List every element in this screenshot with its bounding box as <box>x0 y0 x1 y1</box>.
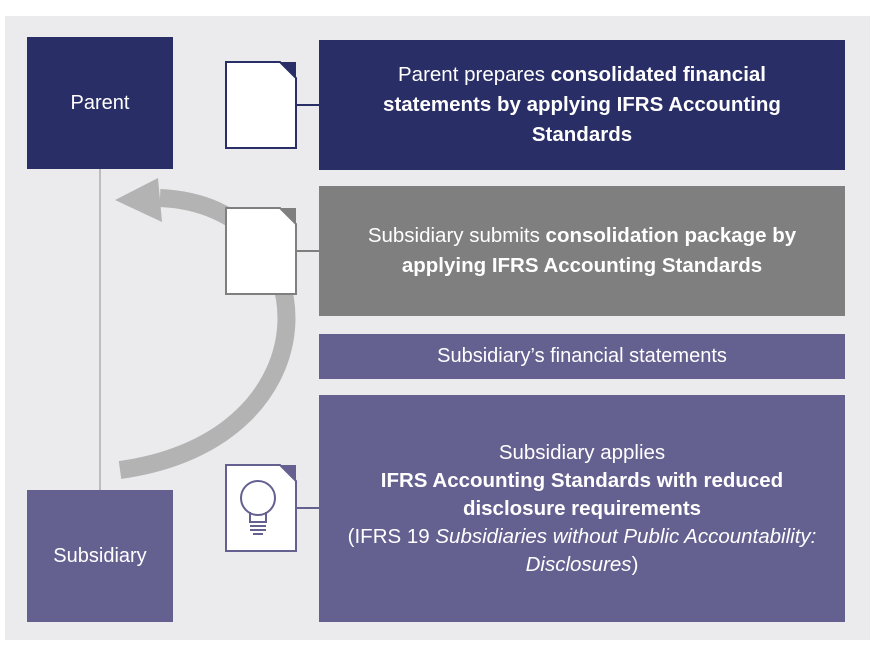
parent-label: Parent <box>70 91 130 114</box>
box4-italic: Subsidiaries without Public Accountabili… <box>435 524 817 576</box>
consolidated-statements-box: Parent prepares consolidated financial s… <box>319 40 845 170</box>
consolidation-package-box: Subsidiary submits consolidation package… <box>319 186 845 316</box>
reduced-disclosure-box: Subsidiary applies IFRS Accounting Stand… <box>319 395 845 622</box>
box1-text-regular: Parent prepares <box>398 63 551 86</box>
lightbulb-document-icon <box>225 464 297 552</box>
parent-box: Parent <box>27 37 173 169</box>
document-icon <box>225 61 297 149</box>
box2-text-bold: consolidation package by applying IFRS A… <box>401 224 797 277</box>
box4-bold: IFRS Accounting Standards with reduced d… <box>380 468 784 520</box>
box4-paren-open: (IFRS 19 <box>347 524 436 548</box>
document-icon <box>225 207 297 295</box>
box4-line1: Subsidiary applies <box>498 440 666 464</box>
box4-paren-close: ) <box>631 552 639 576</box>
subsidiary-statements-box: Subsidiary’s financial statements <box>319 334 845 379</box>
subsidiary-box: Subsidiary <box>27 490 173 622</box>
box3-text: Subsidiary’s financial statements <box>437 345 727 367</box>
subsidiary-label: Subsidiary <box>53 544 147 567</box>
box2-text-regular: Subsidiary submits <box>367 224 546 247</box>
curved-arrow-icon <box>115 178 296 479</box>
box1-text-bold: consolidated financial statements by app… <box>383 63 781 146</box>
